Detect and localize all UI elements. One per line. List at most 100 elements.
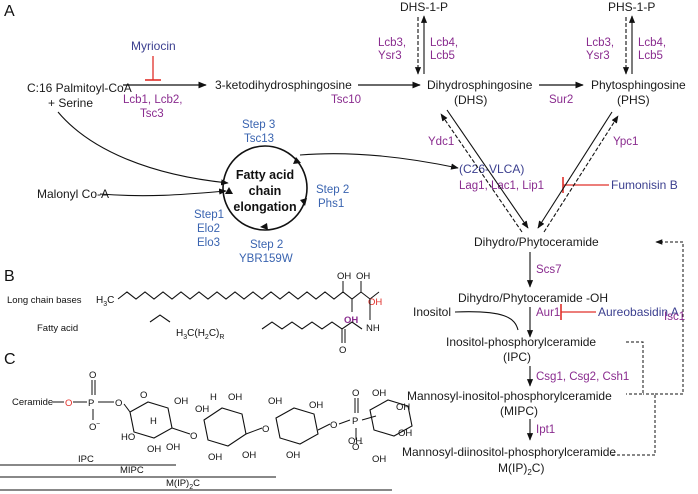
bridge-o-1: O bbox=[190, 431, 197, 442]
dihydro-phytoceramide-oh: Dihydro/Phytoceramide -OH bbox=[458, 291, 608, 305]
phosphate-p2: P bbox=[352, 416, 358, 427]
step2a-label: Step 2 bbox=[316, 184, 349, 196]
ipc-abbr: (IPC) bbox=[503, 350, 531, 364]
palmitoyl-to-elongation-arrow bbox=[57, 111, 229, 186]
elongation-line-3: elongation bbox=[233, 200, 296, 214]
ring2-h: H bbox=[210, 392, 217, 403]
ipc-span-label: IPC bbox=[78, 454, 94, 465]
dhs-abbr: (DHS) bbox=[454, 93, 487, 107]
cycle-arrowhead-top bbox=[293, 157, 301, 164]
ring1-ring2-link bbox=[171, 427, 191, 435]
p2-ring4-link bbox=[361, 415, 377, 421]
isc1-bracket-mip2c bbox=[612, 393, 656, 456]
dhs-lcb5: Lcb5 bbox=[430, 50, 455, 62]
phs-to-ceramide-arrow bbox=[537, 111, 613, 229]
bridge-o-2: O bbox=[262, 424, 269, 435]
ring2-oh2: OH bbox=[242, 450, 256, 461]
phs-lcb4: Lcb4, bbox=[638, 37, 666, 49]
ring1-o1: O bbox=[140, 390, 147, 401]
long-chain-bases-label: Long chain bases bbox=[7, 295, 82, 306]
mipc-abbr: (MIPC) bbox=[500, 404, 538, 418]
aureobasidin-a: Aureobasidin A bbox=[598, 305, 679, 319]
inositol-ring-2 bbox=[203, 407, 247, 447]
vlca: (C26-VLCA) bbox=[459, 162, 524, 176]
lcb-oh-red: OH bbox=[368, 297, 382, 308]
phs1: Phs1 bbox=[318, 198, 344, 210]
lcb-nh: NH bbox=[366, 323, 380, 334]
fa-carbonyl-o: O bbox=[339, 345, 346, 356]
aur1: Aur1 bbox=[536, 307, 560, 319]
mipc-span-label: MIPC bbox=[120, 465, 144, 476]
isc1: Isc1 bbox=[664, 311, 685, 323]
ring4-oh5: OH bbox=[348, 436, 362, 447]
phosphate-p1: P bbox=[88, 398, 94, 409]
fatty-acid-label: Fatty acid bbox=[37, 323, 78, 334]
ring3-oh3: OH bbox=[309, 400, 323, 411]
step1-label: Step1 bbox=[194, 209, 224, 221]
inositol: Inositol bbox=[413, 305, 451, 319]
phs-abbr: (PHS) bbox=[617, 93, 650, 107]
scs7: Scs7 bbox=[536, 264, 562, 276]
ring1-link bbox=[123, 403, 131, 413]
ring4-oh3: OH bbox=[398, 428, 412, 439]
cycle-arrowhead-bottom bbox=[260, 223, 268, 230]
ipt1: Ipt1 bbox=[536, 424, 555, 436]
ketodihydrosphingosine: 3-ketodihydrosphingosine bbox=[215, 78, 352, 92]
ipc-name: Inositol-phosphorylceramide bbox=[446, 335, 596, 349]
panel-b-label: B bbox=[4, 268, 15, 285]
ring4-oh4: OH bbox=[372, 454, 386, 465]
p2-o-minus: O bbox=[352, 442, 359, 453]
ring2-oh3: OH bbox=[208, 452, 222, 463]
ring3-o-link bbox=[317, 423, 331, 431]
dhs-name: Dihydrosphingosine bbox=[427, 78, 533, 92]
ybr159w: YBR159W bbox=[239, 253, 293, 265]
dhs-1-p: DHS-1-P bbox=[400, 0, 448, 14]
p1-minus: − bbox=[96, 421, 100, 428]
sur2: Sur2 bbox=[549, 94, 573, 106]
p2-o-top: O bbox=[352, 388, 359, 399]
phs-lcb5: Lcb5 bbox=[638, 50, 663, 62]
serine: + Serine bbox=[48, 96, 93, 110]
ring3-oh2: OH bbox=[286, 450, 300, 461]
phs-ysr3: Ysr3 bbox=[586, 50, 610, 62]
ring1-oh1: OH bbox=[174, 396, 188, 407]
p1-o-minus: O bbox=[89, 422, 96, 433]
cycle-arrowhead-left bbox=[225, 187, 233, 194]
p1-o-top: O bbox=[89, 370, 96, 381]
dhs-ysr3: Ysr3 bbox=[378, 50, 402, 62]
palmitoyl-coa: C:16 Palmitoyl-CoA bbox=[27, 81, 132, 95]
ceramide-synthase: Lag1, Lac1, Lip1 bbox=[459, 180, 544, 192]
ceramide-label: Ceramide bbox=[12, 397, 53, 408]
spt-genes-2: Tsc3 bbox=[140, 108, 164, 120]
inositol-join-line bbox=[454, 311, 519, 331]
p1-bridge-o: O bbox=[115, 398, 122, 409]
elo2: Elo2 bbox=[197, 223, 220, 235]
lcb-oh-purple: OH bbox=[344, 315, 358, 326]
phs-name: Phytosphingosine bbox=[591, 78, 686, 92]
ceramide-o-red: O bbox=[65, 398, 72, 409]
tsc13: Tsc13 bbox=[244, 133, 274, 145]
ring2-oh4: OH bbox=[195, 404, 209, 415]
dihydro-phytoceramide: Dihydro/Phytoceramide bbox=[474, 235, 599, 249]
ring4-oh2: OH bbox=[396, 402, 410, 413]
dhs-lcb3: Lcb3, bbox=[378, 37, 406, 49]
ring4-oh1: OH bbox=[372, 388, 386, 399]
ring1-ho: HO bbox=[121, 432, 135, 443]
mip2c-name: Mannosyl-diinositol-phosphorylceramide bbox=[402, 445, 616, 459]
tsc10: Tsc10 bbox=[331, 94, 361, 106]
fa-chain bbox=[261, 321, 363, 330]
cycle-arrowhead-right bbox=[300, 198, 307, 206]
ceramide-to-phs-arrow bbox=[543, 115, 619, 233]
elongation-line-1: Fatty acid bbox=[236, 168, 294, 182]
isc1-bracket-ipc bbox=[626, 341, 644, 395]
ring2-oh1: OH bbox=[228, 392, 242, 403]
o-p2-bond bbox=[338, 419, 351, 425]
fumonisin-b: Fumonisin B bbox=[611, 178, 678, 192]
spt-genes-1: Lcb1, Lcb2, bbox=[123, 94, 182, 106]
malonyl-to-elongation-arrow bbox=[99, 188, 227, 197]
mip2c-abbr: M(IP)2C) bbox=[498, 461, 544, 477]
phs-1-p: PHS-1-P bbox=[608, 0, 655, 14]
fa-chain-formula: H3C(H2C)R bbox=[176, 328, 224, 341]
fa-chain-start bbox=[149, 314, 171, 323]
